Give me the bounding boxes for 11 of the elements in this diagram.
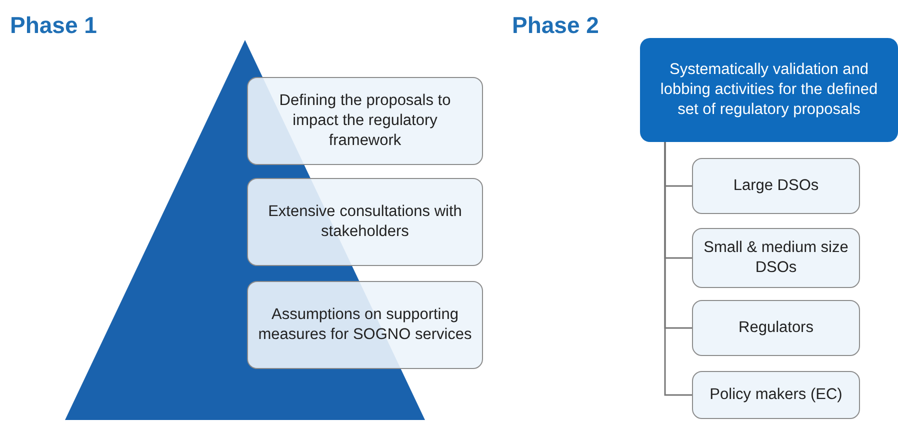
text-box: Policy makers (EC) [692, 371, 860, 419]
text-box: Assumptions on supporting measures for SOGNO services [247, 281, 483, 369]
text-box: Regulators [692, 300, 860, 356]
text-box: Defining the proposals to impact the regulatory framework [247, 77, 483, 165]
header-box: Systematically validation and lobbing activities for the defined set of regulatory proposals [640, 38, 898, 142]
phase-heading: Phase 2 [512, 12, 599, 39]
phase-heading: Phase 1 [10, 12, 97, 39]
connector-line [664, 142, 692, 396]
text-box: Small & medium size DSOs [692, 228, 860, 288]
text-box: Extensive consultations with stakeholders [247, 178, 483, 266]
text-box: Large DSOs [692, 158, 860, 214]
